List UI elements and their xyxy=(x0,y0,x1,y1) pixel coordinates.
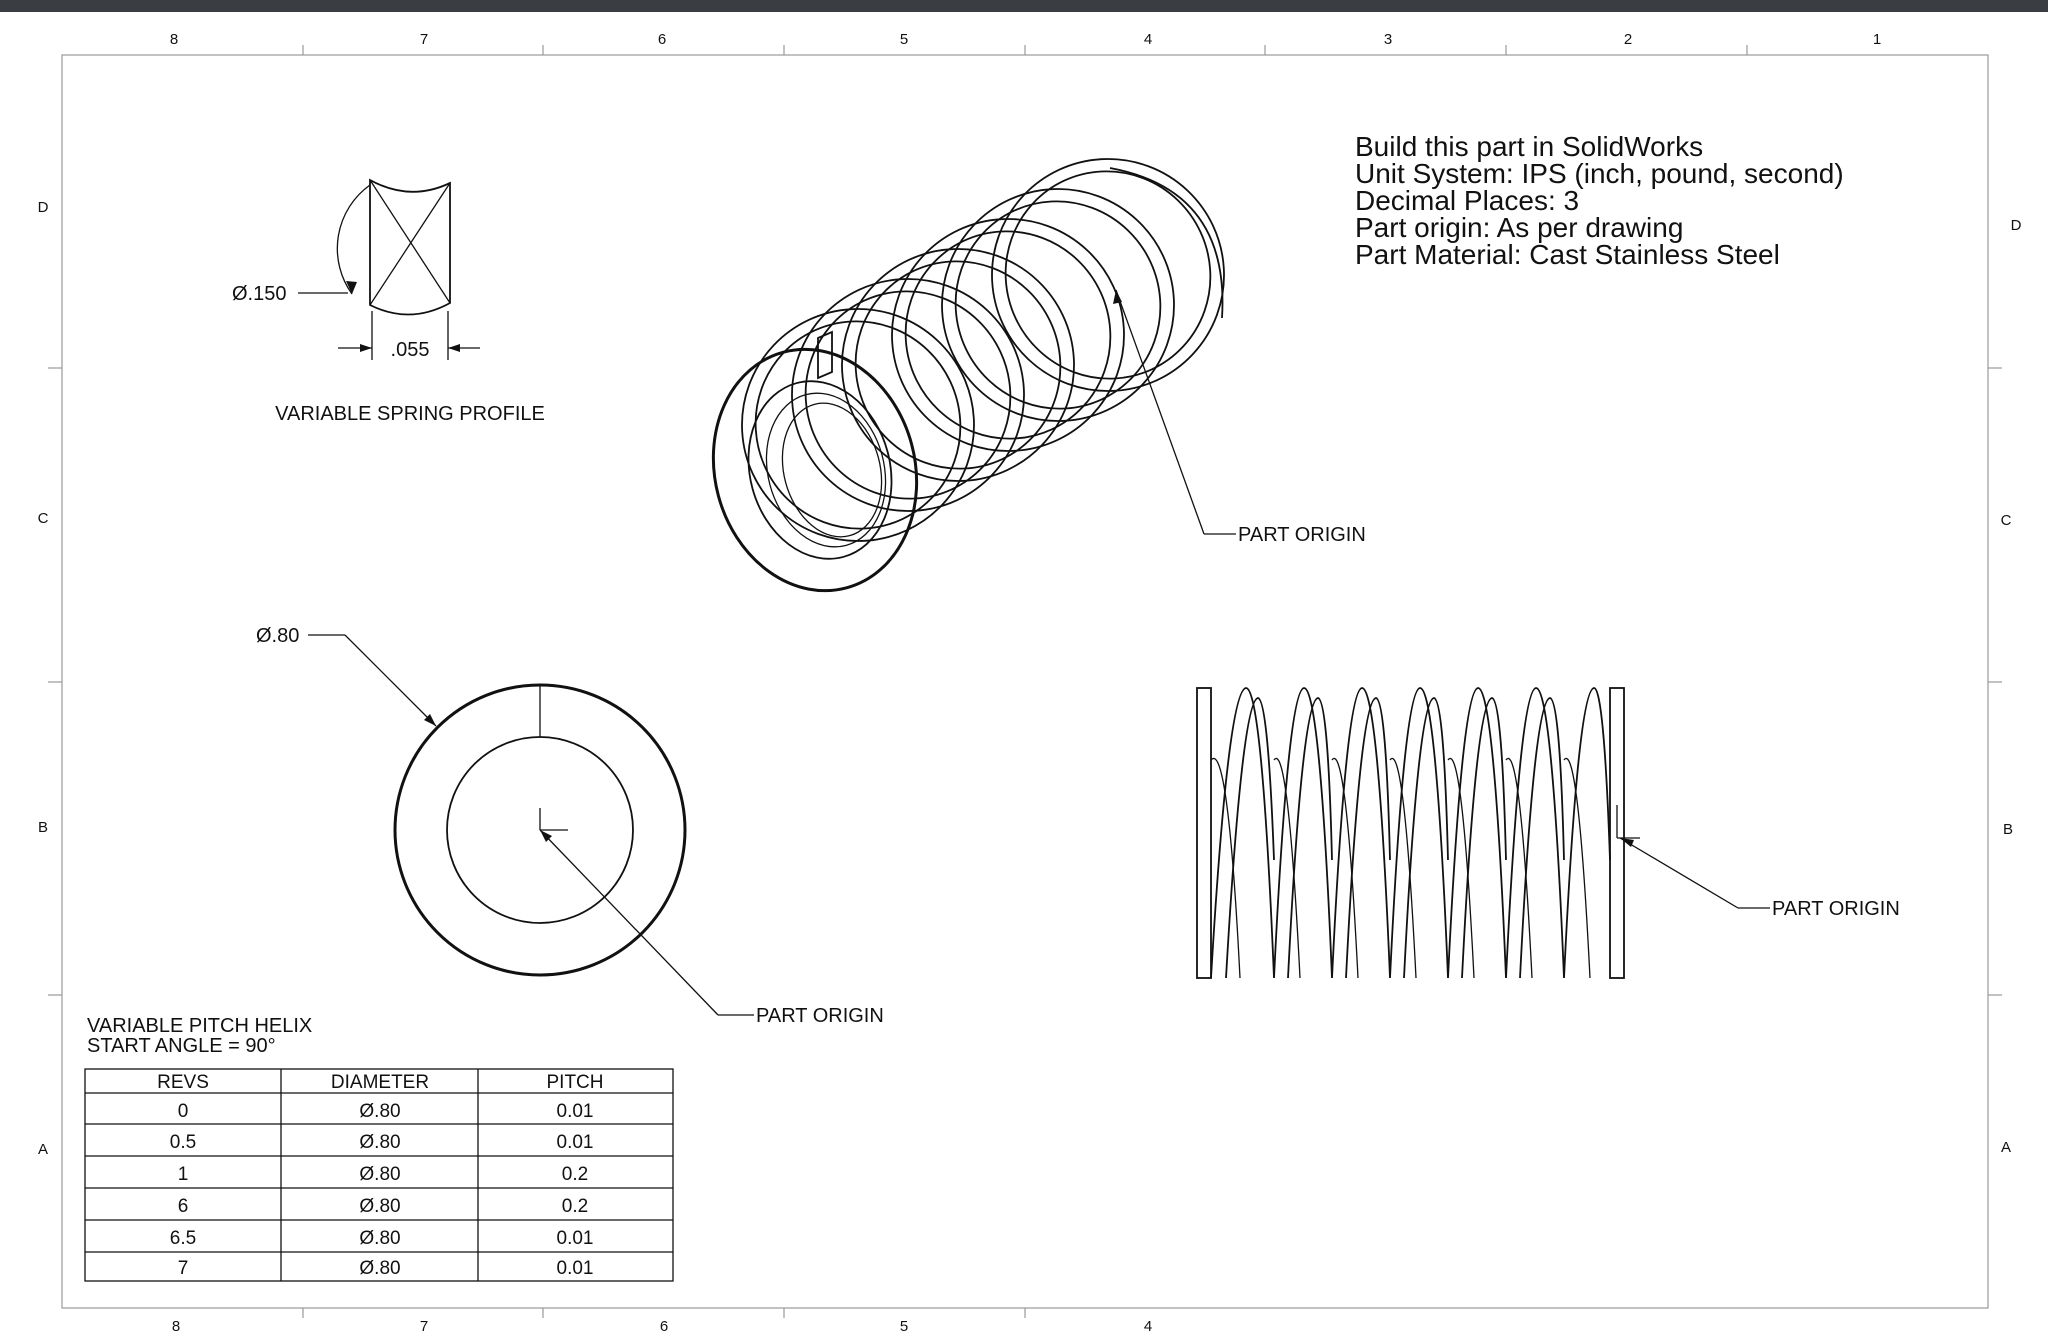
zone-label-bottom: 4 xyxy=(1144,1318,1152,1332)
zone-label-right: D xyxy=(2011,217,2022,234)
table-cell: Ø.80 xyxy=(359,1258,400,1279)
zone-label-bottom: 6 xyxy=(660,1318,668,1332)
table-cell: Ø.80 xyxy=(359,1228,400,1249)
zone-label-top: 6 xyxy=(658,31,666,48)
table-cell: 6.5 xyxy=(170,1228,196,1249)
isometric-spring-view: PART ORIGIN xyxy=(711,158,1366,593)
table-row: 1 Ø.80 0.2 xyxy=(178,1164,589,1185)
profile-diameter-label: Ø.150 xyxy=(232,283,286,305)
zone-label-bottom: 8 xyxy=(172,1318,180,1332)
zone-labels-bottom: 8 7 6 5 4 xyxy=(172,1318,1152,1332)
zone-label-top: 7 xyxy=(420,31,428,48)
table-cell: 7 xyxy=(178,1258,189,1279)
table-cell: 0.01 xyxy=(557,1228,594,1249)
zone-label-right: C xyxy=(2001,512,2012,529)
zone-label-left: C xyxy=(38,510,49,527)
table-row: 6.5 Ø.80 0.01 xyxy=(170,1228,594,1249)
table-cell: 0 xyxy=(178,1101,189,1122)
note-line: Build this part in SolidWorks xyxy=(1355,131,1703,162)
table-row: 0.5 Ø.80 0.01 xyxy=(170,1132,594,1153)
window-top-bar xyxy=(0,0,2048,12)
zone-label-top: 2 xyxy=(1624,31,1632,48)
table-cell: 0.5 xyxy=(170,1132,196,1153)
zone-label-left: A xyxy=(38,1141,48,1158)
zone-labels-top: 8 7 6 5 4 3 2 1 xyxy=(170,31,1881,48)
zone-label-top: 3 xyxy=(1384,31,1392,48)
table-cell: 0.2 xyxy=(562,1196,588,1217)
table-cell: 0.01 xyxy=(557,1258,594,1279)
helix-table-start-angle: START ANGLE = 90° xyxy=(87,1035,276,1057)
table-row: 0 Ø.80 0.01 xyxy=(178,1101,594,1122)
zone-ticks xyxy=(48,45,2002,1318)
side-view-part-origin-label: PART ORIGIN xyxy=(1772,898,1900,920)
zone-label-left: D xyxy=(38,199,49,216)
zone-label-right: A xyxy=(2001,1139,2011,1156)
table-cell: 0.01 xyxy=(557,1132,594,1153)
table-cell: Ø.80 xyxy=(359,1132,400,1153)
table-cell: 1 xyxy=(178,1164,189,1185)
instruction-notes: Build this part in SolidWorks Unit Syste… xyxy=(1355,131,1844,270)
zone-label-left: B xyxy=(38,819,48,836)
table-cell: Ø.80 xyxy=(359,1101,400,1122)
zone-label-bottom: 5 xyxy=(900,1318,908,1332)
zone-label-top: 1 xyxy=(1873,31,1881,48)
helix-table-header: DIAMETER xyxy=(331,1072,429,1093)
note-line: Part origin: As per drawing xyxy=(1355,212,1683,243)
zone-label-right: B xyxy=(2003,821,2013,838)
table-row: 7 Ø.80 0.01 xyxy=(178,1258,594,1279)
end-view-diameter-label: Ø.80 xyxy=(256,625,299,647)
zone-label-top: 5 xyxy=(900,31,908,48)
zone-label-bottom: 7 xyxy=(420,1318,428,1332)
table-cell: 0.2 xyxy=(562,1164,588,1185)
profile-width-label: .055 xyxy=(391,339,430,361)
side-view: PART ORIGIN xyxy=(1196,687,1900,979)
helix-table: VARIABLE PITCH HELIX START ANGLE = 90° R… xyxy=(84,1015,674,1282)
helix-table-header: REVS xyxy=(157,1072,209,1093)
table-row: 6 Ø.80 0.2 xyxy=(178,1196,589,1217)
table-cell: 6 xyxy=(178,1196,189,1217)
note-line: Unit System: IPS (inch, pound, second) xyxy=(1355,158,1844,189)
note-line: Part Material: Cast Stainless Steel xyxy=(1355,239,1780,270)
table-cell: Ø.80 xyxy=(359,1164,400,1185)
helix-table-title: VARIABLE PITCH HELIX xyxy=(87,1015,312,1037)
helix-table-header: PITCH xyxy=(547,1072,604,1093)
profile-title: VARIABLE SPRING PROFILE xyxy=(275,403,545,425)
table-cell: Ø.80 xyxy=(359,1196,400,1217)
spring-profile-view: Ø.150 .055 VARIABLE SPRING PROFILE xyxy=(232,178,545,425)
note-line: Decimal Places: 3 xyxy=(1355,185,1579,216)
end-view: Ø.80 PART ORIGIN xyxy=(256,625,884,1027)
zone-label-top: 8 xyxy=(170,31,178,48)
table-cell: 0.01 xyxy=(557,1101,594,1122)
zone-label-top: 4 xyxy=(1144,31,1152,48)
iso-part-origin-label: PART ORIGIN xyxy=(1238,524,1366,546)
zone-labels-side: D C B A D C B A xyxy=(38,199,2022,1158)
end-view-part-origin-label: PART ORIGIN xyxy=(756,1005,884,1027)
